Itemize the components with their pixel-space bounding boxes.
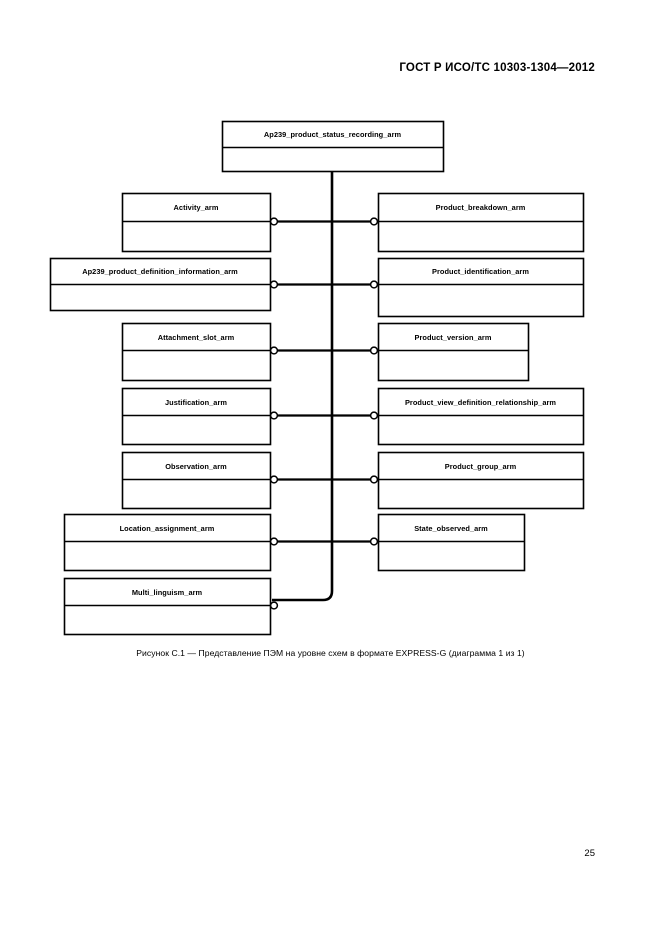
relationship-circle-state-observed-arm: [369, 537, 379, 546]
entity-box-product-breakdown-arm[interactable]: [377, 192, 585, 253]
entity-label-attachment-slot-arm: Attachment_slot_arm: [157, 332, 235, 342]
relationship-circle-product-version-arm: [369, 346, 379, 355]
entity-label-location-assignment-arm: Location_assignment_arm: [119, 523, 215, 533]
relationship-circle-justification-arm: [269, 411, 279, 420]
entity-label-product-identification-arm: Product_identification_arm: [432, 267, 529, 276]
relationship-circle-ap239-product-definition-information-arm: [269, 280, 279, 289]
entity-label-ap239-product-status-recording-arm: Ap239_product_status_recording_arm: [263, 130, 402, 139]
entity-label-observation-arm: Observation_arm: [165, 461, 227, 471]
entity-label-product-breakdown-arm: Product_breakdown_arm: [435, 203, 526, 212]
entity-label-activity-arm: Activity_arm: [173, 203, 219, 212]
entity-box-justification-arm[interactable]: [121, 387, 272, 446]
relationship-circle-attachment-slot-arm: [269, 346, 279, 355]
relationship-circle-product-breakdown-arm: [369, 217, 379, 226]
entity-box-activity-arm[interactable]: [121, 192, 272, 253]
entity-box-multi-linguism-arm[interactable]: [63, 577, 272, 636]
entity-label-state-observed-arm: State_observed_arm: [414, 523, 488, 533]
page-number: 25: [584, 848, 595, 859]
diagram-canvas: [49, 120, 585, 636]
relationship-circle-product-identification-arm: [369, 280, 379, 289]
entity-label-product-view-definition-relationship-arm: Product_view_definition_relationship_arm: [404, 397, 557, 407]
entity-box-observation-arm[interactable]: [121, 451, 272, 510]
entity-box-location-assignment-arm[interactable]: [63, 513, 272, 572]
relationship-circle-observation-arm: [269, 475, 279, 484]
entity-label-justification-arm: Justification_arm: [164, 397, 228, 407]
entity-box-ap239-product-status-recording-arm[interactable]: [221, 120, 445, 173]
document-header-standard-number: ГОСТ Р ИСО/ТС 10303-1304—2012: [399, 62, 595, 74]
relationship-circle-product-group-arm: [369, 475, 379, 484]
relationship-circle-product-view-definition-relationship-arm: [369, 411, 379, 420]
entity-label-product-group-arm: Product_group_arm: [444, 461, 517, 471]
relationship-circle-multi-linguism-arm: [269, 601, 279, 610]
entity-box-attachment-slot-arm[interactable]: [121, 322, 272, 382]
entity-label-multi-linguism-arm: Multi_linguism_arm: [131, 587, 203, 597]
entity-box-product-identification-arm[interactable]: [377, 257, 585, 318]
entity-box-product-version-arm[interactable]: [377, 322, 530, 382]
relationship-circle-location-assignment-arm: [269, 537, 279, 546]
entity-label-product-version-arm: Product_version_arm: [414, 332, 492, 342]
relationship-circle-activity-arm: [269, 217, 279, 226]
figure-caption: Рисунок С.1 — Представление ПЭМ на уровн…: [136, 648, 525, 658]
entity-label-ap239-product-definition-information-arm: Ap239_product_definition_information_arm: [82, 267, 238, 276]
entity-box-product-view-definition-relationship-arm[interactable]: [377, 387, 585, 446]
diagram-trunk-line: [272, 171, 334, 602]
entity-box-product-group-arm[interactable]: [377, 451, 585, 510]
entity-box-state-observed-arm[interactable]: [377, 513, 526, 572]
